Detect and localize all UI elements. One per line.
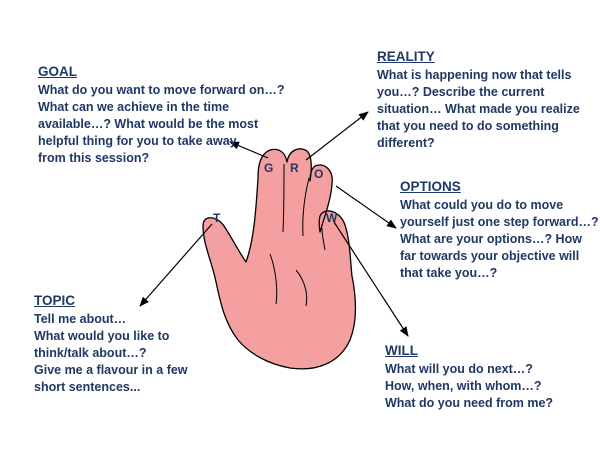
topic-line: Give me a flavour in a few: [34, 363, 188, 377]
topic-heading: TOPIC: [34, 293, 76, 308]
options-heading: OPTIONS: [400, 179, 461, 194]
finger-letter-g: G: [264, 161, 273, 175]
arrow-to-topic: [139, 223, 213, 307]
reality-line: What is happening now that tells: [377, 68, 572, 82]
topic-line: short sentences...: [34, 380, 141, 394]
topic-line: What would you like to: [34, 329, 170, 343]
finger-letter-t: T: [213, 211, 221, 225]
will-line: What do you need from me?: [385, 396, 554, 410]
options-line: What are your options…? How: [400, 232, 582, 246]
hand-crease: [282, 163, 285, 233]
goal-line: available…? What would be the most: [38, 117, 259, 131]
hand-crease: [302, 177, 310, 237]
goal-line: helpful thing for you to take away: [38, 134, 237, 148]
reality-line: situation… What made you realize: [377, 102, 580, 116]
goal-line: What do you want to move forward on…?: [38, 83, 285, 97]
options-line: yourself just one step forward…?: [400, 215, 599, 229]
goal-heading: GOAL: [38, 64, 77, 79]
reality-heading: REALITY: [377, 49, 435, 64]
goal-line: from this session?: [38, 151, 150, 165]
options-line: What could you do to move: [400, 198, 564, 212]
will-heading: WILL: [385, 343, 418, 358]
will-block: WILL What will you do next…? How, when, …: [385, 342, 553, 412]
will-line: How, when, with whom…?: [385, 379, 542, 393]
reality-line: different?: [377, 136, 435, 150]
hand-crease: [295, 269, 308, 307]
arrow-to-will: [333, 221, 409, 337]
reality-block: REALITY What is happening now that tells…: [377, 48, 580, 152]
arrow-to-options: [335, 185, 397, 229]
will-line: What will you do next…?: [385, 362, 533, 376]
arrow-to-reality: [305, 111, 369, 161]
options-line: far towards your objective will: [400, 249, 580, 263]
hand-crease: [269, 253, 278, 305]
hand-crease: [321, 227, 326, 251]
finger-letter-o: O: [314, 167, 323, 181]
goal-line: What can we achieve in the time: [38, 100, 230, 114]
goal-block: GOAL What do you want to move forward on…: [38, 63, 285, 167]
arrow-to-goal: [229, 141, 269, 159]
options-line: that take you…?: [400, 266, 498, 280]
finger-letter-w: W: [326, 211, 338, 225]
topic-block: TOPIC Tell me about… What would you like…: [34, 292, 188, 396]
reality-line: that you need to do something: [377, 119, 559, 133]
topic-line: think/talk about…?: [34, 346, 147, 360]
reality-line: you…? Describe the current: [377, 85, 545, 99]
hand-shape: [202, 148, 357, 370]
finger-letter-r: R: [290, 161, 299, 175]
topic-line: Tell me about…: [34, 312, 127, 326]
options-block: OPTIONS What could you do to move yourse…: [400, 178, 599, 282]
